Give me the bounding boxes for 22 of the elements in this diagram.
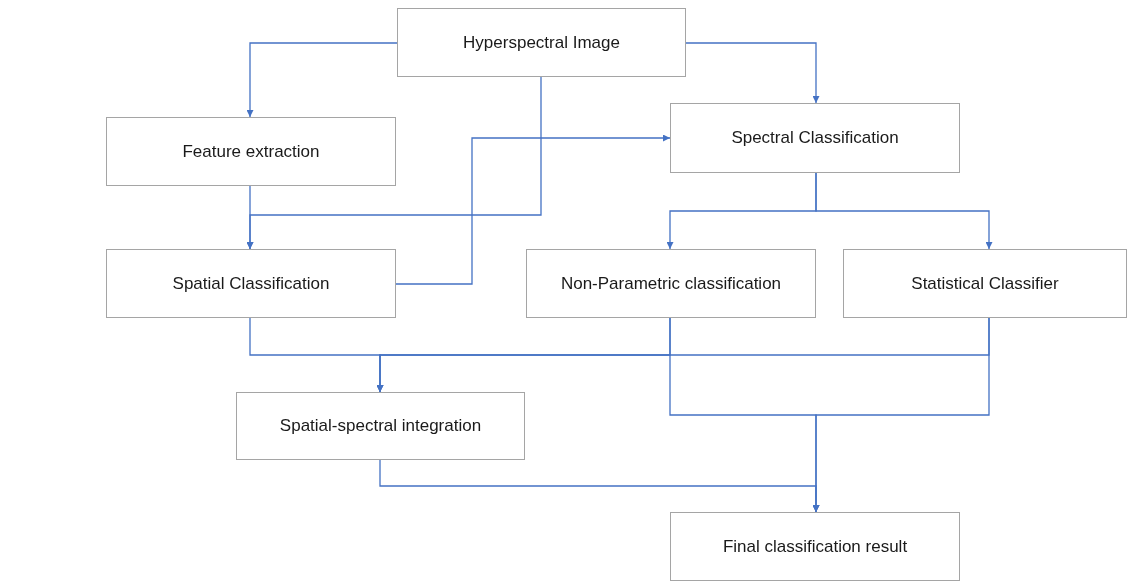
- box-label: Non-Parametric classification: [560, 272, 782, 295]
- connector-arrow: [815, 172, 993, 250]
- box-label: Statistical Classifier: [911, 272, 1059, 295]
- box-label: Spatial Classification: [172, 272, 330, 295]
- process-box: [106, 249, 396, 318]
- process-box: [670, 512, 960, 581]
- box-label: Final classification result: [722, 535, 908, 558]
- connector-arrow: [379, 459, 820, 513]
- box-label: Feature extraction: [182, 140, 320, 163]
- process-box: [670, 103, 960, 173]
- box-label: Spectral Classification: [731, 127, 899, 149]
- connector-arrow: [246, 76, 542, 250]
- process-box: [526, 249, 816, 318]
- box-label: Hyperspectral Image: [463, 31, 620, 54]
- box-label: Spatial-spectral integration: [279, 415, 482, 437]
- connector-arrow: [395, 134, 671, 285]
- process-box: [236, 392, 525, 460]
- process-box: [397, 8, 686, 77]
- connector-arrow: [246, 42, 398, 118]
- connector-arrow: [685, 42, 820, 104]
- process-box: [106, 117, 396, 186]
- process-box: [843, 249, 1127, 318]
